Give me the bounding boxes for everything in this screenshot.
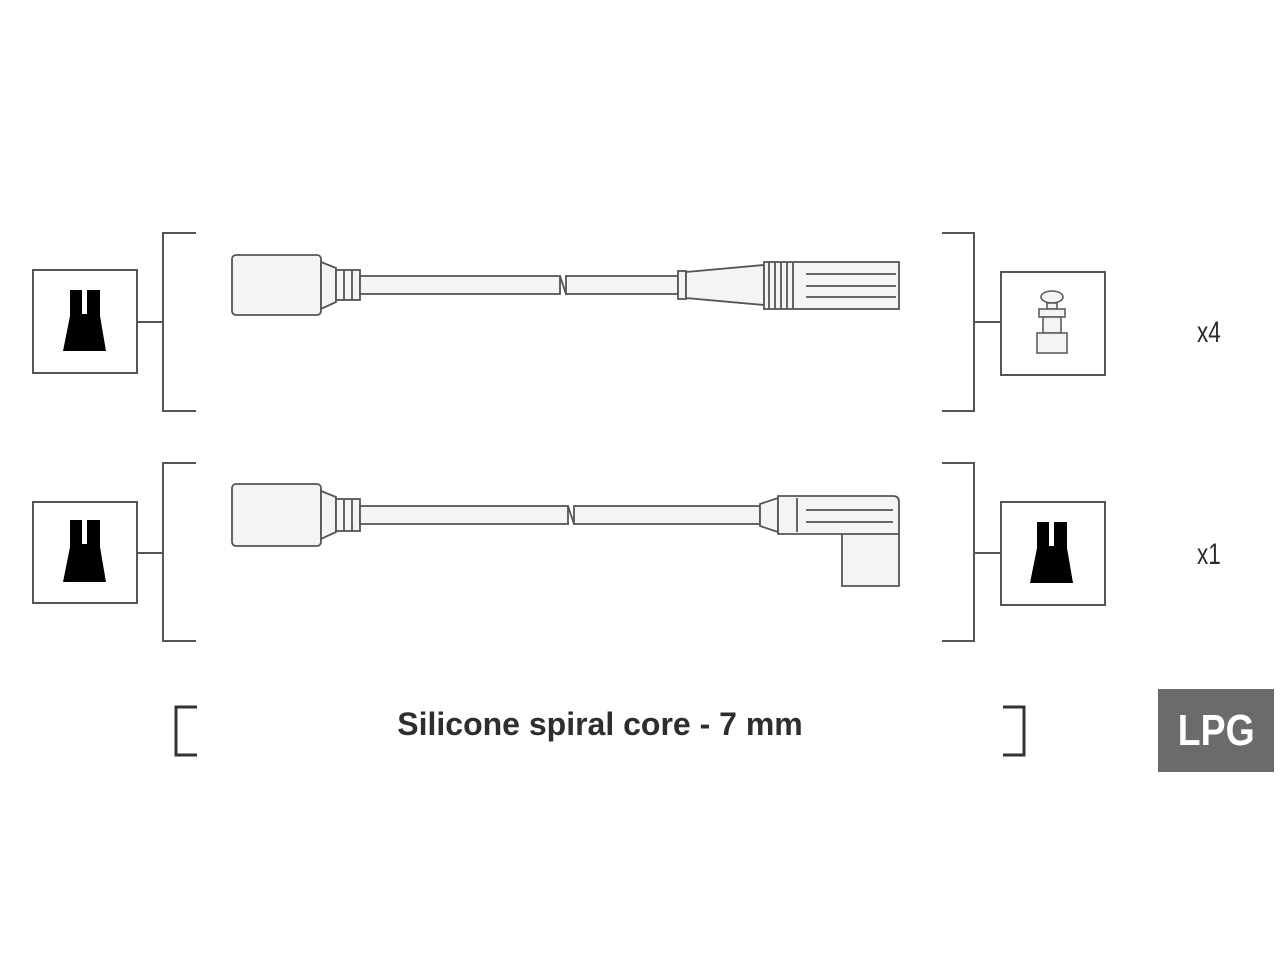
- lpg-badge: LPG: [1158, 689, 1274, 772]
- left-terminal-icon: [32, 501, 138, 604]
- lpg-badge-label: LPG: [1177, 705, 1255, 755]
- left-terminal-icon: [32, 269, 138, 374]
- spark-plug-terminal-icon: [1000, 271, 1106, 376]
- straight-boot-cable: [231, 254, 900, 316]
- angled-boot-cable: [231, 483, 900, 587]
- cable-core-caption: Silicone spiral core - 7 mm: [397, 706, 803, 742]
- lead-set-bottom: [32, 462, 1106, 642]
- quantity-label-top: x4: [1197, 316, 1221, 349]
- lead-set-top: [32, 232, 1106, 412]
- quantity-label-bottom: x1: [1197, 538, 1221, 571]
- caption-brackets: [174, 705, 1026, 757]
- right-terminal-icon: [1000, 501, 1106, 606]
